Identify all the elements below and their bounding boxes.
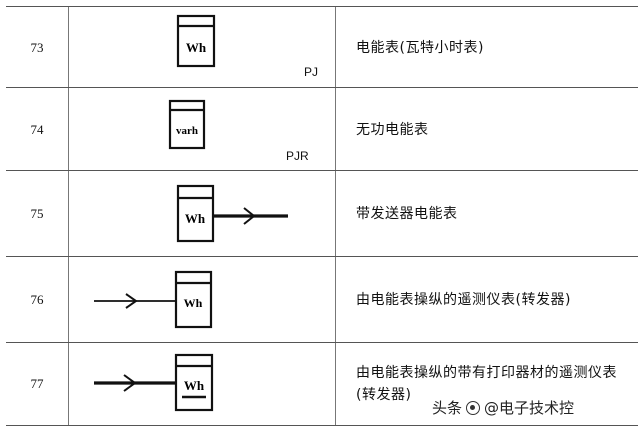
meter-box <box>174 353 214 412</box>
meter-label: varh <box>176 125 198 137</box>
varhour-meter-symbol: varh <box>168 99 206 150</box>
account-icon <box>466 400 481 415</box>
meter-with-transmitter-symbol: Wh <box>176 184 288 243</box>
table-row-75: 75 Wh 带发送器电能表 <box>6 170 638 257</box>
watt-hour-meter-symbol: Wh <box>176 14 216 68</box>
meter-box <box>176 14 216 68</box>
meter-label: Wh <box>184 296 203 310</box>
description: 带发送器电能表 <box>356 206 458 222</box>
watermark: 头条 @电子技术控 <box>432 397 574 418</box>
row-number: 73 <box>6 7 69 88</box>
meter-label: Wh <box>184 378 205 393</box>
description: 由电能表操纵的带有打印器材的遥测仪表(转发器) <box>356 365 617 403</box>
arrow-icon <box>123 374 137 392</box>
arrow-icon <box>243 207 256 225</box>
symbol-cell: varh PJR <box>68 88 336 171</box>
symbol-code: PJR <box>286 149 309 163</box>
row-number: 77 <box>6 343 69 425</box>
row-number: 75 <box>6 171 69 257</box>
arrow-icon <box>125 293 138 309</box>
meter-box <box>176 184 215 243</box>
symbol-cell: Wh <box>68 257 336 343</box>
watermark-account: @电子技术控 <box>484 399 575 417</box>
description: 由电能表操纵的遥测仪表(转发器) <box>356 292 571 308</box>
meter-label: Wh <box>186 40 207 55</box>
telemeter-instrument-symbol: Wh <box>94 270 213 329</box>
printing-telemeter-symbol: Wh <box>94 353 214 412</box>
symbol-cell: Wh <box>68 343 336 425</box>
symbol-cell: Wh <box>68 171 336 257</box>
meter-label: Wh <box>185 211 206 226</box>
table-row-77: 77 Wh 由电能表操纵的带有打印器材的遥测仪表(转发器) <box>6 342 638 426</box>
table-row-74: 74 varh PJR 无功电能表 <box>6 87 638 171</box>
row-number: 74 <box>6 88 69 171</box>
row-number: 76 <box>6 257 69 343</box>
symbol-code: PJ <box>304 65 319 79</box>
table-row-73: 73 Wh PJ 电能表(瓦特小时表) <box>6 6 638 88</box>
description: 无功电能表 <box>356 121 429 138</box>
meter-box <box>168 99 206 150</box>
watermark-platform: 头条 <box>432 399 463 417</box>
description: 电能表(瓦特小时表) <box>356 39 484 56</box>
meter-box <box>174 270 213 329</box>
symbol-cell: Wh PJ <box>68 7 336 88</box>
table-row-76: 76 Wh 由电能表操纵的遥测仪表(转发器) <box>6 256 638 343</box>
